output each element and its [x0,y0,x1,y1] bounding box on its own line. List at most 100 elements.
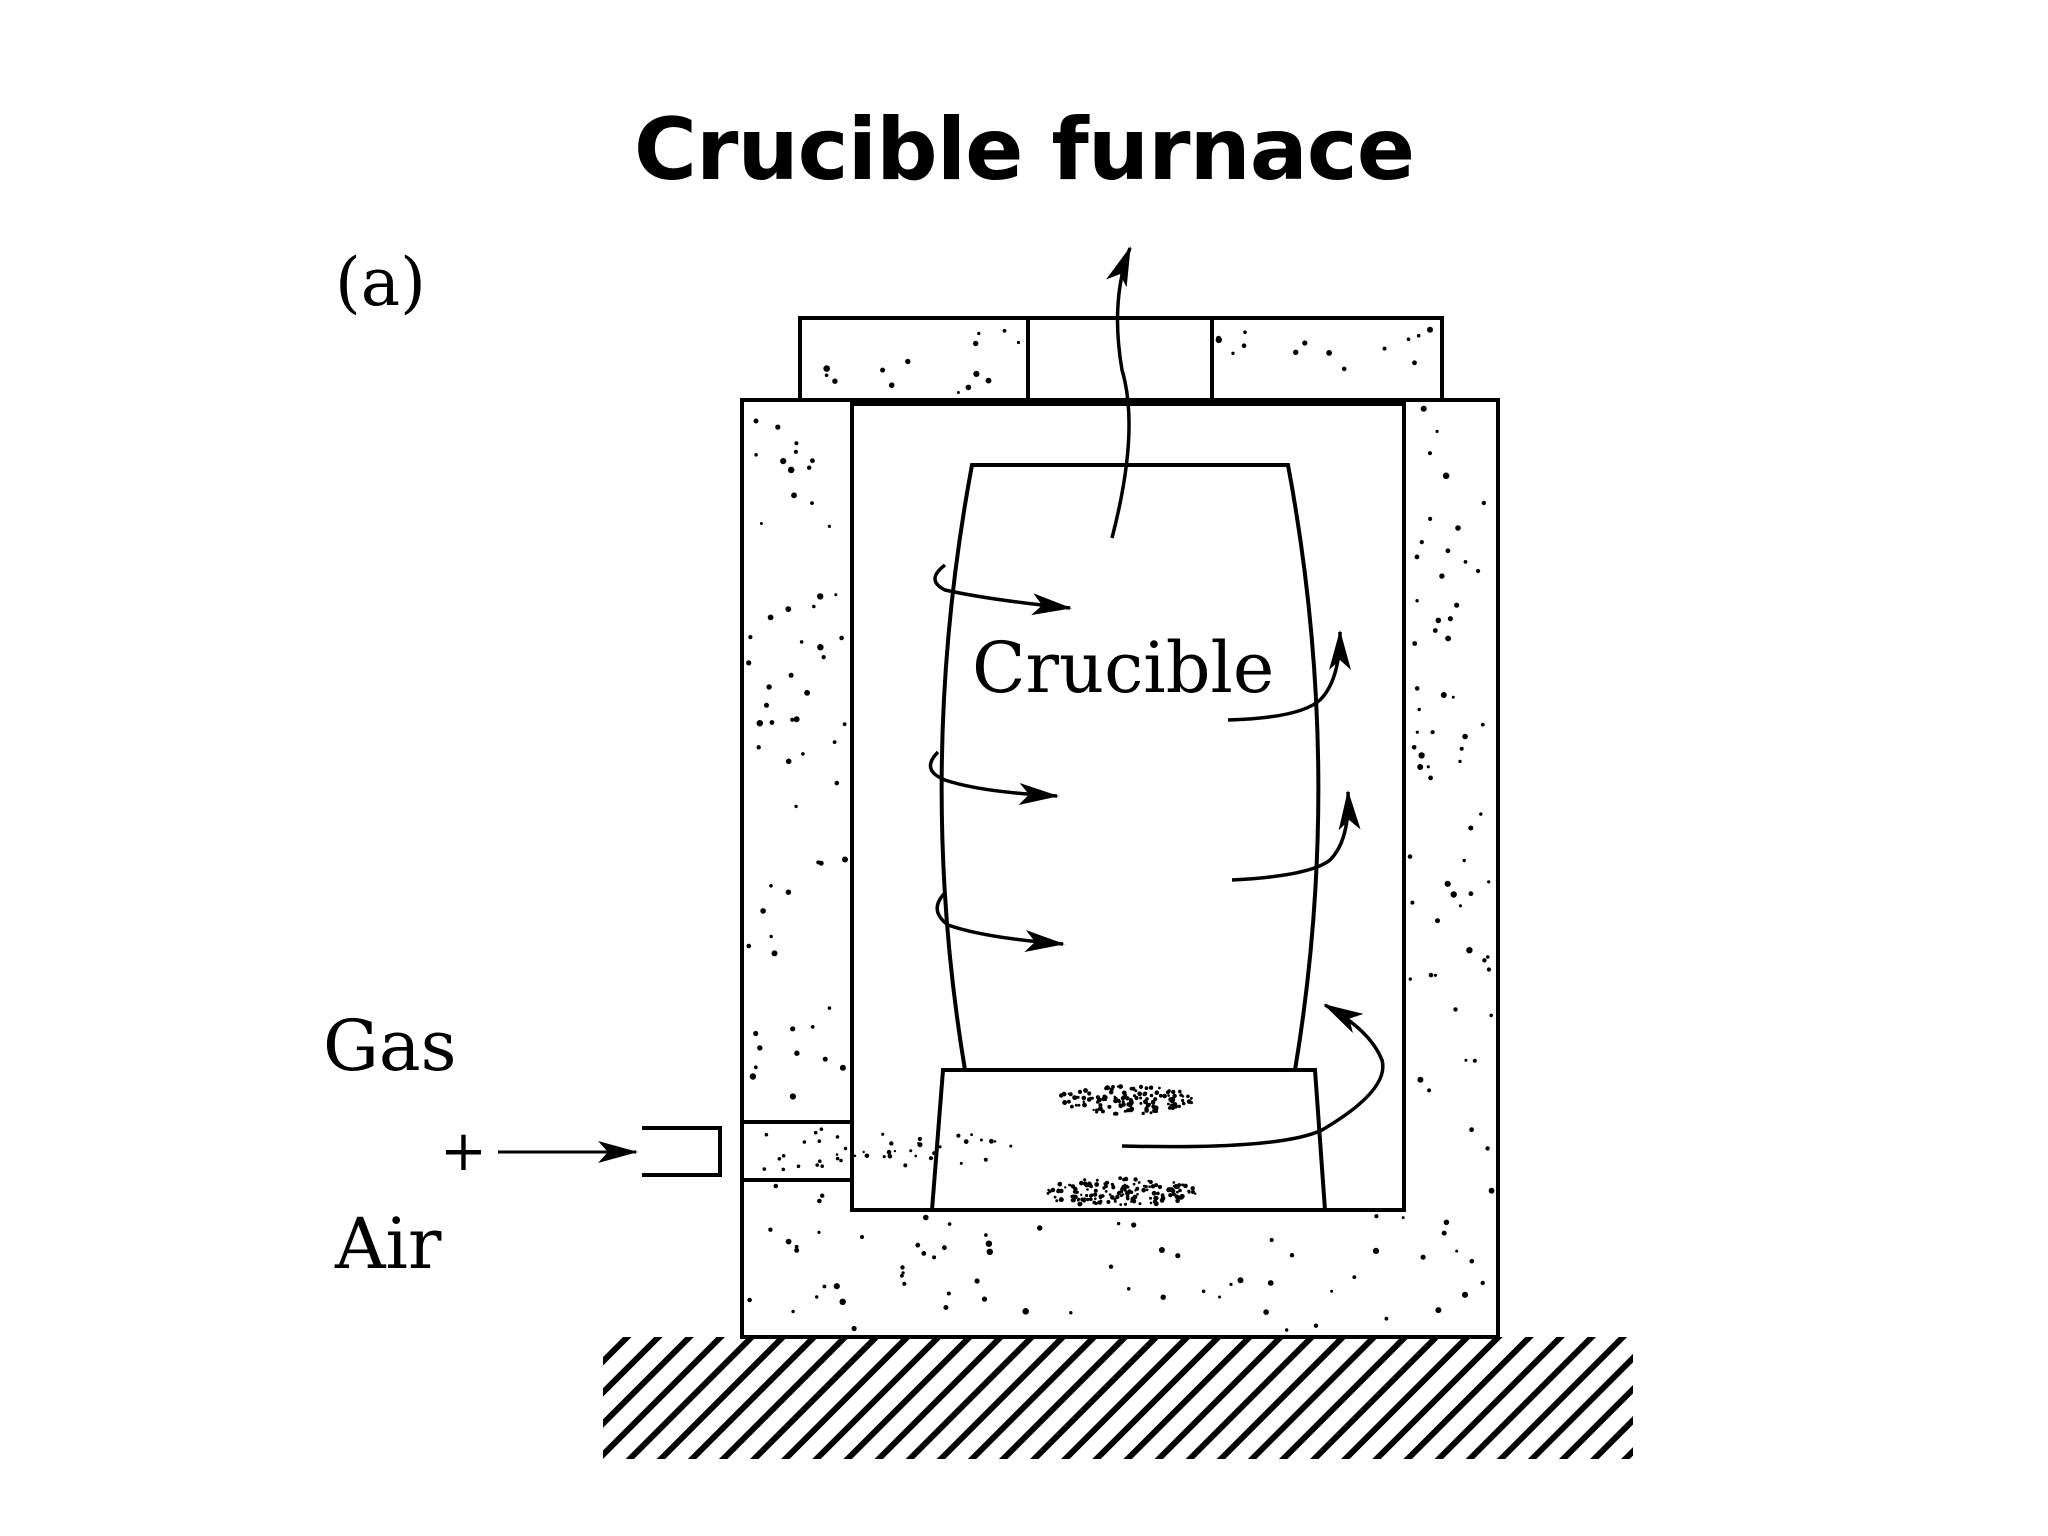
refractory-speckle [1414,686,1420,691]
refractory-speckle [748,635,753,640]
flame-speckle [1062,1100,1068,1105]
refractory-speckle [768,1227,773,1232]
flame-speckle [1053,1195,1057,1199]
flame-speckle [1129,1100,1134,1106]
flame-speckle [909,1149,913,1153]
port-speckle [835,1156,840,1161]
flame-speckle [1169,1189,1173,1192]
refractory-speckle [1472,1058,1477,1063]
flame-speckle [1086,1097,1092,1102]
flame-speckle [1058,1197,1064,1203]
refractory-speckle [817,593,824,600]
flame-speckle [862,1150,865,1154]
refractory-speckle [1427,451,1433,456]
refractory-speckle [905,358,911,365]
flame-speckle [1107,1104,1112,1109]
flame-speckle [1148,1185,1151,1188]
burner-nozzle [642,1126,722,1177]
flame-speckle [1154,1183,1159,1188]
refractory-speckle [810,1025,815,1029]
flame-speckle [1113,1095,1116,1099]
flame-speckle [1186,1094,1190,1099]
refractory-speckle [799,640,804,644]
flame-speckle [1104,1190,1108,1193]
flame-speckle [1177,1104,1182,1109]
flame-speckle [1147,1179,1150,1183]
refractory-speckle [1430,730,1435,735]
flame-speckle [1175,1198,1180,1203]
refractory-speckle [1401,1216,1405,1220]
port-speckle [781,1167,786,1172]
flame-speckle [853,1154,857,1158]
flame-speckle [989,1138,994,1144]
flame-speckle [1083,1178,1087,1182]
flame-speckle [1127,1108,1130,1111]
flame-speckle [979,1138,983,1142]
refractory-speckle [832,378,838,384]
refractory-speckle [1416,333,1421,338]
refractory-speckle [766,684,772,690]
flame-speckle [1144,1086,1149,1091]
refractory-speckle [801,752,805,756]
refractory-speckle [834,593,838,597]
refractory-speckle [1450,891,1457,898]
refractory-speckle [1330,1289,1334,1293]
refractory-speckle [769,884,773,888]
refractory-speckle [793,716,800,723]
refractory-speckle [827,1006,832,1010]
refractory-speckle [1468,891,1474,897]
flame-speckle [1097,1200,1101,1205]
flame-speckle [1082,1199,1086,1203]
flame-speckle [1190,1186,1195,1191]
refractory-speckle [746,943,752,949]
flame-speckle [1081,1095,1087,1101]
refractory-speckle [1382,346,1387,351]
port-speckle [817,1139,822,1143]
flame-speckle [1073,1194,1078,1200]
flame-speckle [1123,1202,1128,1206]
refractory-speckle [900,1273,904,1278]
port-speckle [802,1140,807,1144]
refractory-speckle [756,745,761,750]
crucible-label: Crucible [972,627,1274,709]
refractory-speckle [810,458,815,464]
refractory-speckle [947,1222,952,1226]
flame-speckle [1124,1093,1127,1097]
refractory-speckle [1341,366,1347,372]
refractory-speckle [816,860,821,865]
refractory-speckle [1411,745,1417,750]
flame-speckle [1068,1183,1071,1187]
refractory-speckle [1158,1247,1165,1253]
refractory-speckle [769,934,773,939]
refractory-speckle [1372,1247,1380,1254]
flame-speckle [1154,1090,1160,1095]
flame-speckle [1151,1190,1157,1196]
refractory-speckle [793,449,799,454]
flame-speckle [1082,1100,1086,1104]
refractory-speckle [753,1065,758,1070]
flame-speckle [1076,1095,1080,1099]
flame-speckle [1099,1196,1102,1200]
flame-speckle [1162,1093,1167,1099]
refractory-speckle [839,635,844,641]
flame-speckle [1108,1193,1112,1196]
refractory-speckle [1218,1295,1221,1299]
refractory-speckle [1444,880,1451,887]
port-speckle [819,1127,824,1131]
refractory-speckle [1229,1282,1233,1286]
refractory-speckle [1440,692,1447,698]
flame-speckle [1158,1086,1161,1090]
refractory-speckle [973,370,980,377]
flame-speckle [1093,1192,1098,1197]
refractory-speckle [1237,1277,1244,1284]
flame-speckle [1187,1189,1191,1194]
refractory-speckle [1469,1127,1474,1133]
flame-speckle [886,1149,892,1155]
flame-speckle [1095,1178,1099,1182]
flame-speckle [1118,1190,1122,1194]
refractory-speckle [823,365,830,372]
refractory-speckle [977,331,981,336]
refractory-speckle [753,1030,759,1037]
refractory-speckle [1451,695,1455,699]
flame-speckle [1121,1184,1127,1190]
